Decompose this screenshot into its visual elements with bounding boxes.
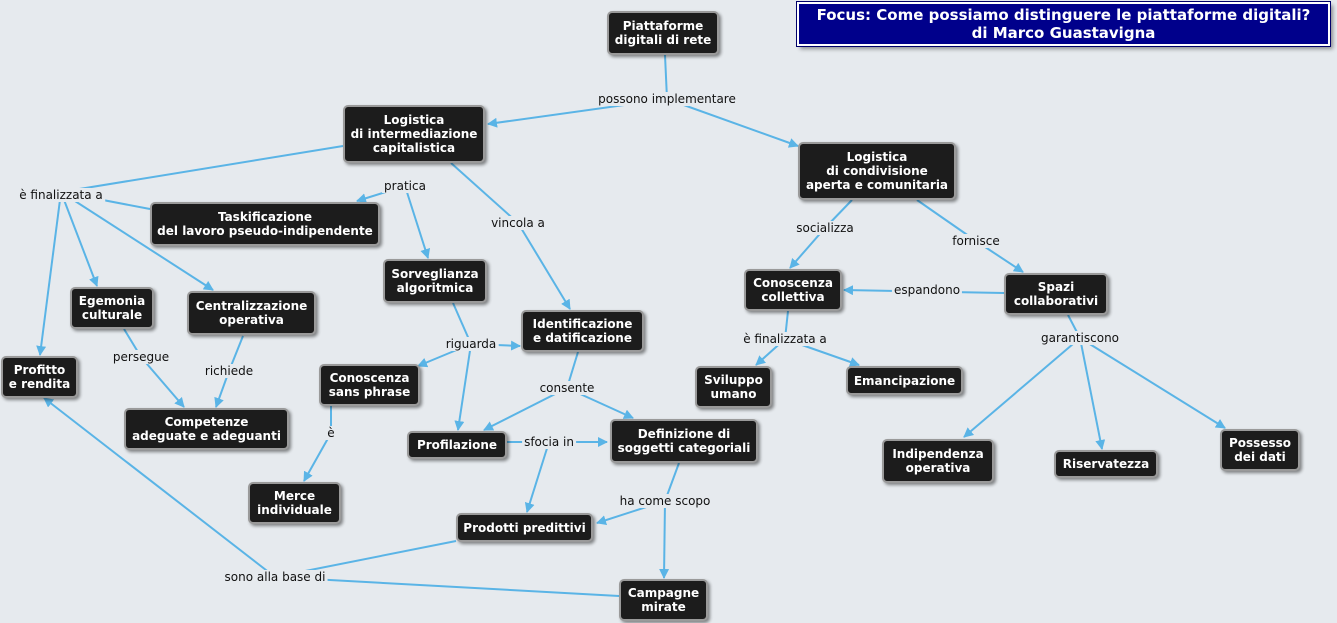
node-riservatezza[interactable]: Riservatezza xyxy=(1054,450,1158,478)
link-label-e: è xyxy=(325,426,337,440)
link-label-possono-implementare: possono implementare xyxy=(596,92,738,106)
node-piattaforme[interactable]: Piattaforme digitali di rete xyxy=(607,11,719,55)
connector-line xyxy=(483,387,568,431)
connector-line xyxy=(36,191,62,356)
connector-line xyxy=(60,191,214,291)
connector-line xyxy=(140,356,185,408)
node-egemonia[interactable]: Egemonia culturale xyxy=(70,287,154,329)
node-conoscenza-collettiva[interactable]: Conoscenza collettiva xyxy=(744,269,842,311)
link-label-persegue: persegue xyxy=(110,350,172,364)
node-identificazione[interactable]: Identificazione e datificazione xyxy=(521,310,644,352)
header-title-box: Focus: Come possiamo distinguere le piat… xyxy=(796,1,1331,47)
connector-line xyxy=(450,162,519,224)
node-possesso-dati[interactable]: Possesso dei dati xyxy=(1220,429,1300,471)
node-prodotti-predittivi[interactable]: Prodotti predittivi xyxy=(456,513,593,542)
node-centralizzazione[interactable]: Centralizzazione operativa xyxy=(187,291,316,335)
node-spazi-collaborativi[interactable]: Spazi collaborativi xyxy=(1004,273,1108,315)
node-sviluppo-umano[interactable]: Sviluppo umano xyxy=(695,366,772,408)
connector-line xyxy=(517,222,571,310)
node-profitto[interactable]: Profitto e rendita xyxy=(1,356,78,398)
link-label-consente: consente xyxy=(537,381,597,395)
link-label-riguarda: riguarda xyxy=(443,337,499,351)
connector-line xyxy=(454,343,472,431)
node-emancipazione[interactable]: Emancipazione xyxy=(846,366,963,395)
link-label-socializza: socializza xyxy=(794,221,856,235)
connector-line xyxy=(659,500,670,579)
node-conoscenza-sans-phrase[interactable]: Conoscenza sans phrase xyxy=(319,364,420,406)
connector-line xyxy=(664,54,668,100)
link-label-garantiscono: garantiscono xyxy=(1038,331,1122,345)
link-label-pratica: pratica xyxy=(382,179,428,193)
connector-line xyxy=(1079,337,1226,429)
node-merce[interactable]: Merce individuale xyxy=(248,482,341,524)
connector-line xyxy=(303,432,332,482)
link-label-vincola-a: vincola a xyxy=(489,216,547,230)
link-label-fornisce: fornisce xyxy=(950,234,1002,248)
connector-line xyxy=(43,397,276,578)
link-label-sfocia-in: sfocia in xyxy=(522,435,576,449)
node-definizione-soggetti[interactable]: Definizione di soggetti categoriali xyxy=(610,419,758,463)
connector-line xyxy=(666,98,799,148)
connector-line xyxy=(404,185,431,259)
connector-line xyxy=(60,191,99,287)
node-indipendenza-operativa[interactable]: Indipendenza operativa xyxy=(882,439,994,483)
link-label-finalizzata-a-right: è finalizzata a xyxy=(741,332,829,346)
connector-line xyxy=(60,145,344,193)
link-label-finalizzata-a-left: è finalizzata a xyxy=(17,188,105,202)
connector-line xyxy=(524,441,550,513)
node-campagne-mirate[interactable]: Campagne mirate xyxy=(619,579,708,621)
node-logistica-condivisione[interactable]: Logistica di condivisione aperta e comun… xyxy=(798,142,956,200)
link-label-espandono: espandono xyxy=(891,283,963,297)
header-author: di Marco Guastavigna xyxy=(971,24,1156,42)
connector-line xyxy=(274,576,620,597)
node-logistica-intermediazione[interactable]: Logistica di intermediazione capitalisti… xyxy=(343,105,485,163)
connector-line xyxy=(963,337,1081,438)
node-taskificazione[interactable]: Taskificazione del lavoro pseudo-indipen… xyxy=(150,202,380,246)
link-label-sono-alla-base-di: sono alla base di xyxy=(222,570,328,584)
connector-line xyxy=(1079,337,1106,450)
link-label-ha-come-scopo: ha come scopo xyxy=(617,494,713,508)
node-sorveglianza[interactable]: Sorveglianza algoritmica xyxy=(383,259,487,303)
node-competenze[interactable]: Competenze adeguate e adeguanti xyxy=(124,408,289,450)
node-profilazione[interactable]: Profilazione xyxy=(407,431,507,459)
header-title: Focus: Come possiamo distinguere le piat… xyxy=(816,6,1311,24)
link-label-richiede: richiede xyxy=(202,364,256,378)
